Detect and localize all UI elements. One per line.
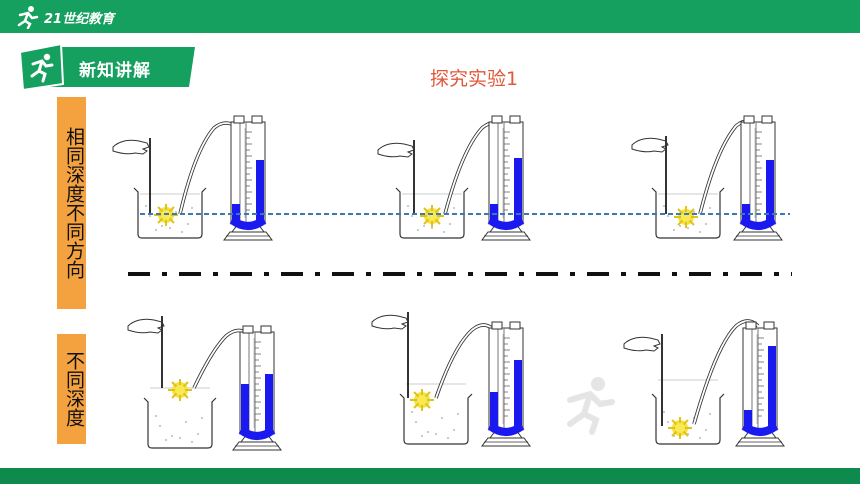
apparatus-different-depth-2 [371, 312, 531, 447]
label-same-depth: 相同深度不同方向 [57, 97, 86, 309]
label-different-depth: 不同深度 [57, 334, 86, 444]
logo: 21世纪教育 [14, 4, 114, 30]
apparatus-same-depth-3 [631, 115, 783, 241]
top-bar: 21世纪教育 [0, 0, 860, 33]
apparatus-same-depth-1 [112, 115, 273, 241]
section-tag-label: 新知讲解 [79, 61, 151, 81]
runner-icon [30, 53, 54, 83]
runner-logo-icon [17, 6, 39, 29]
apparatus-same-depth-2 [377, 115, 531, 241]
apparatus-different-depth-3 [623, 319, 785, 447]
page-title: 探究实验1 [430, 68, 519, 90]
apparatus-different-depth-1 [127, 316, 282, 451]
section-tag [18, 44, 195, 90]
watermark-runner-icon [567, 377, 615, 435]
bottom-bar [0, 468, 860, 484]
logo-text: 21世纪教育 [44, 11, 115, 27]
